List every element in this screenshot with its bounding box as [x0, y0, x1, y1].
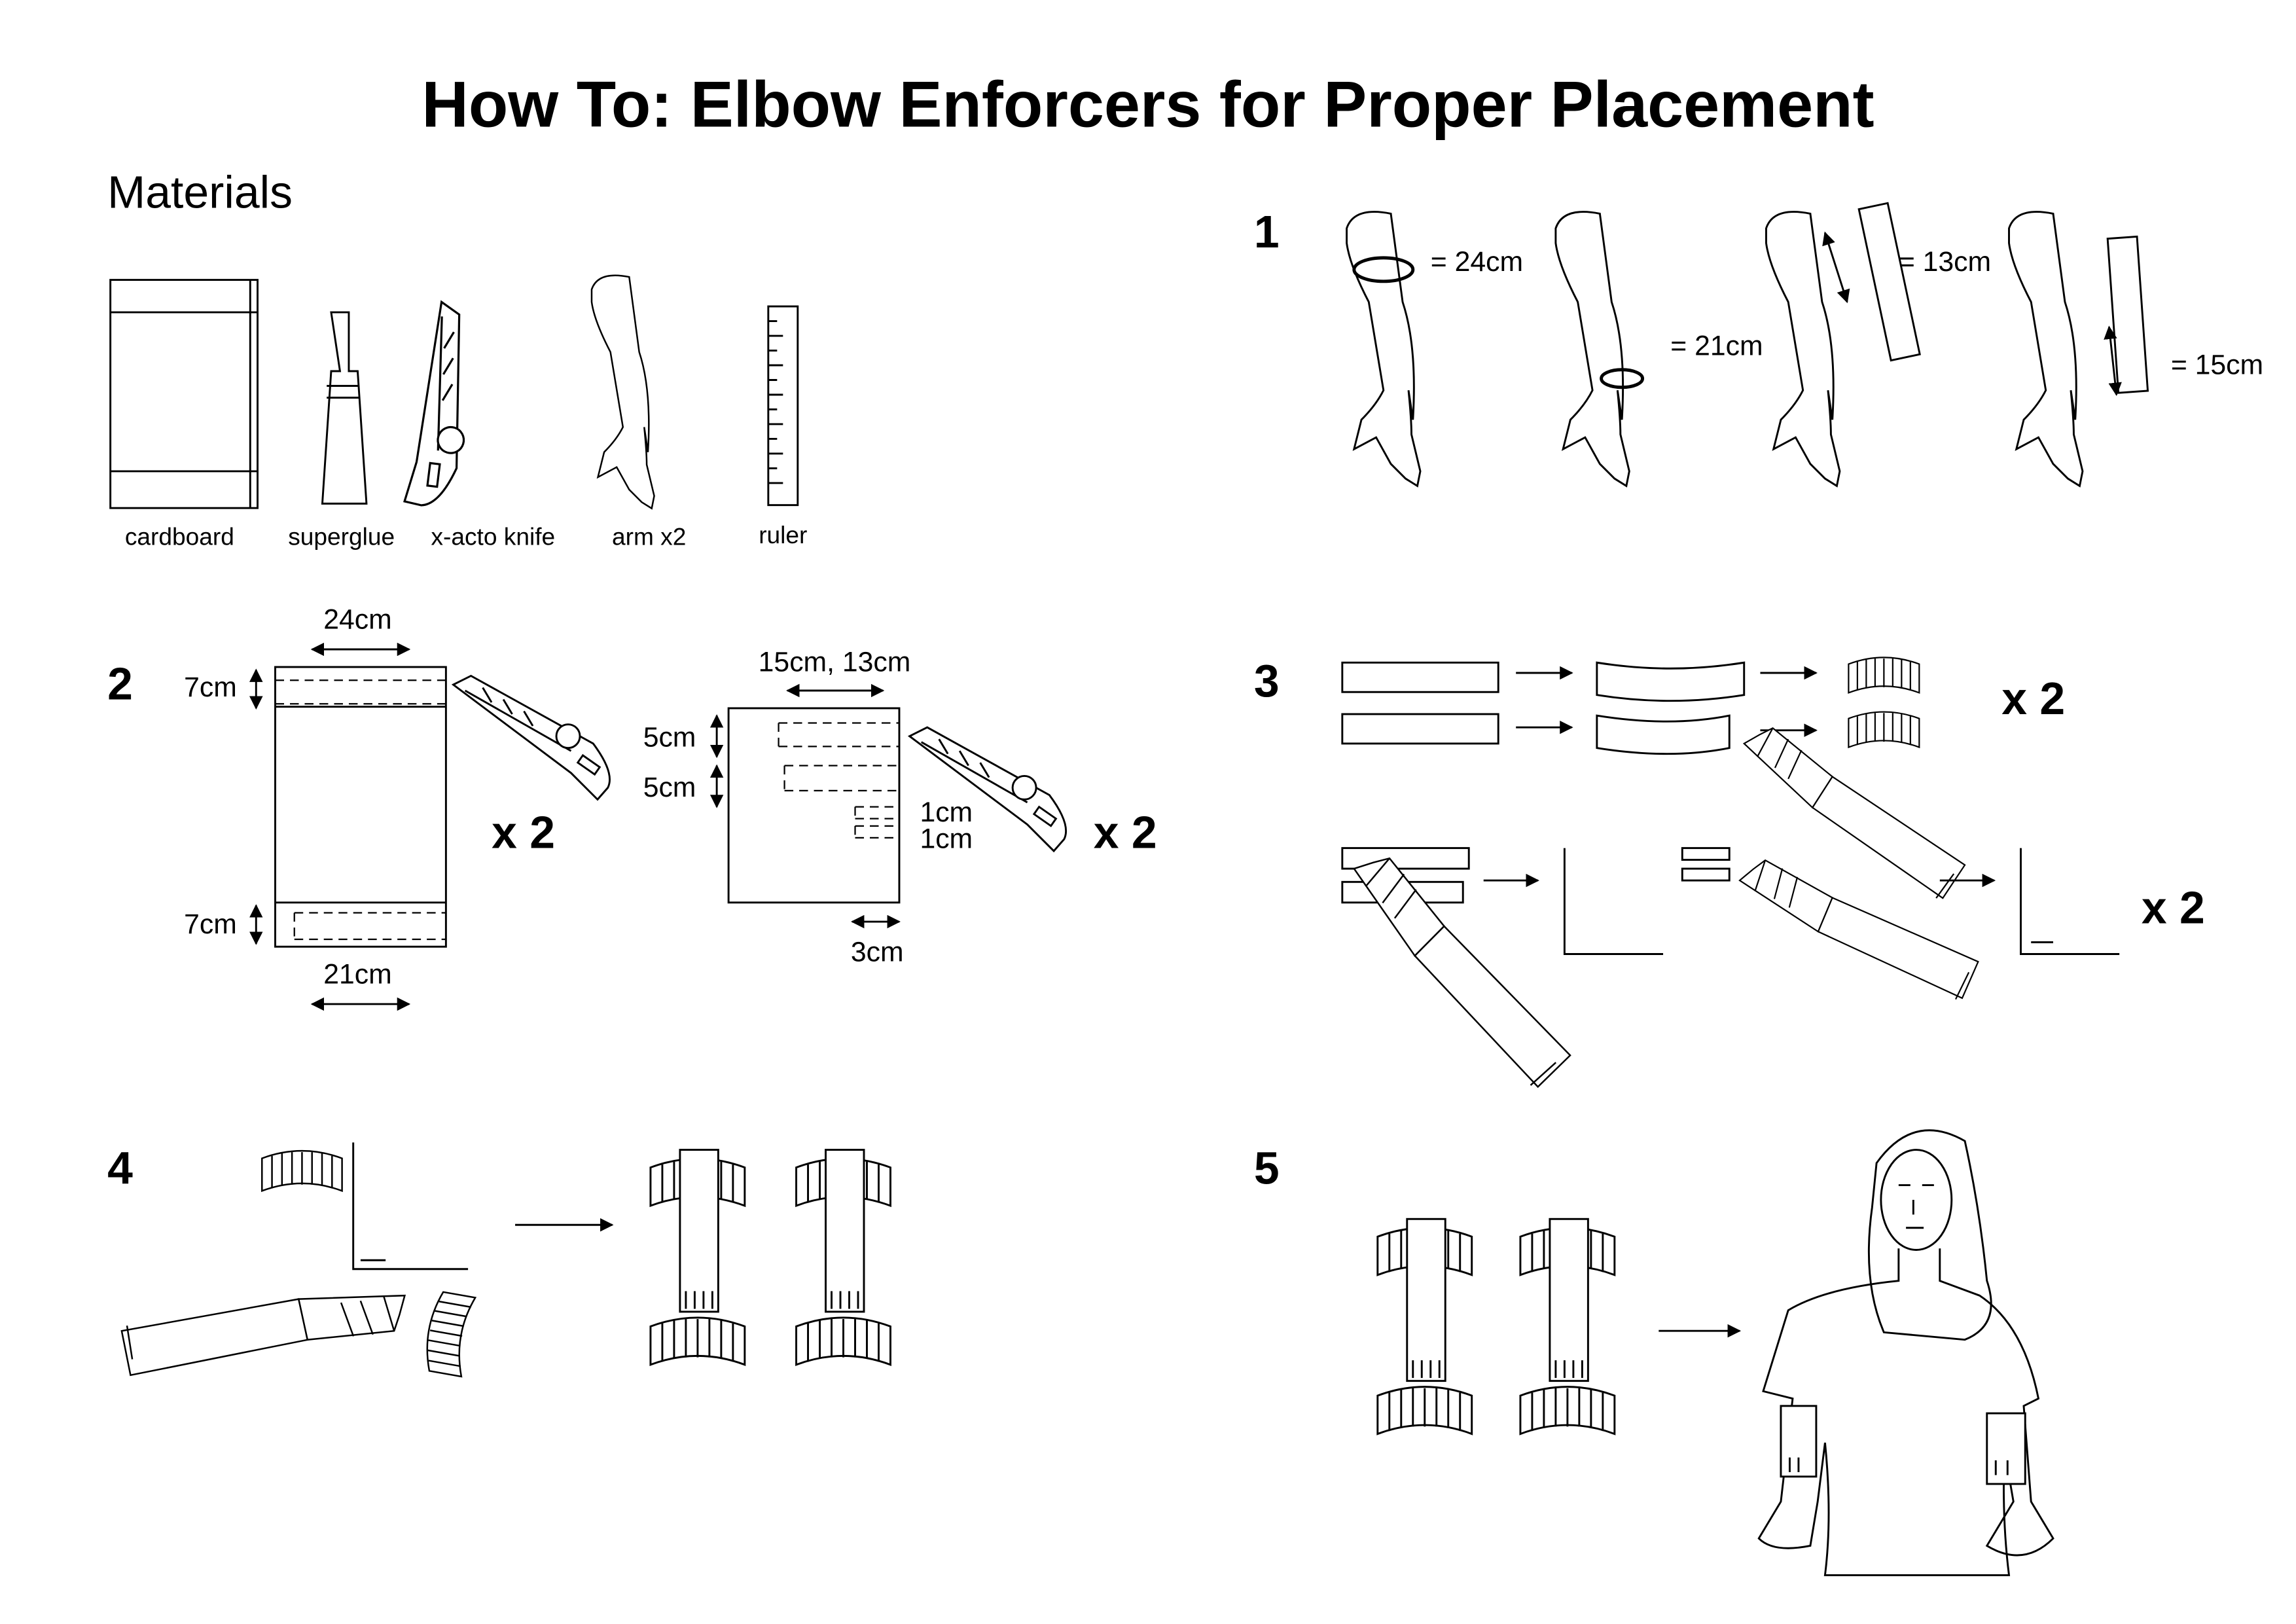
curved-strip	[1596, 714, 1731, 755]
circumference-arrow-icon	[1600, 368, 1645, 389]
tab-piece	[1681, 867, 1731, 882]
dimension-label: 5cm	[643, 772, 696, 803]
dimension-label: 7cm	[184, 672, 237, 703]
material-label: arm x2	[612, 522, 686, 550]
material-label: superglue	[288, 522, 395, 550]
arm-icon	[590, 274, 655, 509]
l-bracket	[1563, 848, 1664, 955]
dimension-label: 24cm	[323, 604, 391, 636]
cardboard-piece	[727, 707, 901, 904]
measurement-label: = 24cm	[1431, 246, 1523, 278]
dimension-label: 1cm	[920, 823, 973, 855]
elbow-brace-icon	[1520, 1219, 1615, 1434]
dimension-label: 15cm, 13cm	[759, 647, 911, 678]
l-bracket	[2020, 848, 2120, 955]
cuff-icon	[1848, 657, 1920, 694]
length-arrow-icon	[1822, 231, 1850, 304]
step-number: 2	[107, 658, 133, 709]
elbow-brace-icon	[651, 1150, 745, 1365]
glue-tube-icon	[103, 1170, 418, 1486]
cuff-icon	[1848, 711, 1920, 748]
dimension-label: 21cm	[323, 958, 391, 990]
multiplier-label: x 2	[2001, 673, 2065, 724]
material-label: ruler	[759, 521, 807, 549]
arm-icon	[2008, 211, 2084, 487]
elbow-brace-icon	[1378, 1219, 1472, 1434]
cuff-icon	[421, 1290, 476, 1378]
step-number: 4	[107, 1142, 133, 1193]
cardboard-sheet	[274, 666, 447, 948]
step-4: 4	[103, 1142, 891, 1486]
materials-heading: Materials	[107, 166, 293, 217]
materials-section: Materials cardboard superglue x-acto kni…	[107, 166, 807, 550]
arm-icon	[1554, 211, 1630, 487]
dimension-label: 3cm	[851, 937, 904, 968]
knife-icon	[452, 675, 611, 801]
cardboard-icon	[109, 279, 259, 509]
step-number: 3	[1254, 655, 1280, 706]
step-1: 1 = 24cm = 21cm = 13cm = 15cm	[1254, 202, 2263, 487]
tab-piece	[1681, 847, 1731, 861]
multiplier-label: x 2	[492, 807, 555, 858]
l-bracket	[352, 1142, 469, 1271]
dimension-label: 1cm	[920, 797, 973, 828]
cuff-icon	[261, 1149, 343, 1192]
measurement-label: = 13cm	[1899, 246, 1991, 278]
step-3: 3 x 2 x 2	[1254, 655, 2205, 1093]
step-5: 5	[1254, 1129, 2054, 1576]
ruler-icon	[767, 305, 799, 507]
elbow-brace-icon	[797, 1150, 891, 1365]
measurement-label: = 21cm	[1670, 330, 1763, 361]
cardboard-strip	[1341, 661, 1499, 693]
length-arrow-icon	[2104, 325, 2122, 397]
page-title: How To: Elbow Enforcers for Proper Place…	[422, 68, 1874, 141]
dimension-label: 5cm	[643, 721, 696, 753]
multiplier-label: x 2	[1094, 807, 1157, 858]
step-number: 5	[1254, 1142, 1280, 1193]
arm-icon	[1765, 211, 1841, 487]
ruler-icon	[1857, 202, 1921, 362]
arm-icon	[1346, 211, 1422, 487]
person-wearing-braces	[1757, 1129, 2054, 1576]
material-label: x-acto knife	[431, 522, 555, 550]
measurement-label: = 15cm	[2171, 350, 2263, 381]
curved-strip	[1596, 661, 1746, 702]
step-2: 2 24cm 7cm 7cm 21cm x 2 15cm, 13cm 5cm 5…	[107, 604, 1157, 1011]
multiplier-label: x 2	[2142, 882, 2205, 933]
step-number: 1	[1254, 206, 1280, 257]
cardboard-strip	[1341, 713, 1499, 745]
dimension-label: 7cm	[184, 909, 237, 940]
circumference-arrow-icon	[1352, 256, 1415, 283]
material-label: cardboard	[125, 522, 234, 550]
glue-tube-icon	[321, 311, 368, 505]
